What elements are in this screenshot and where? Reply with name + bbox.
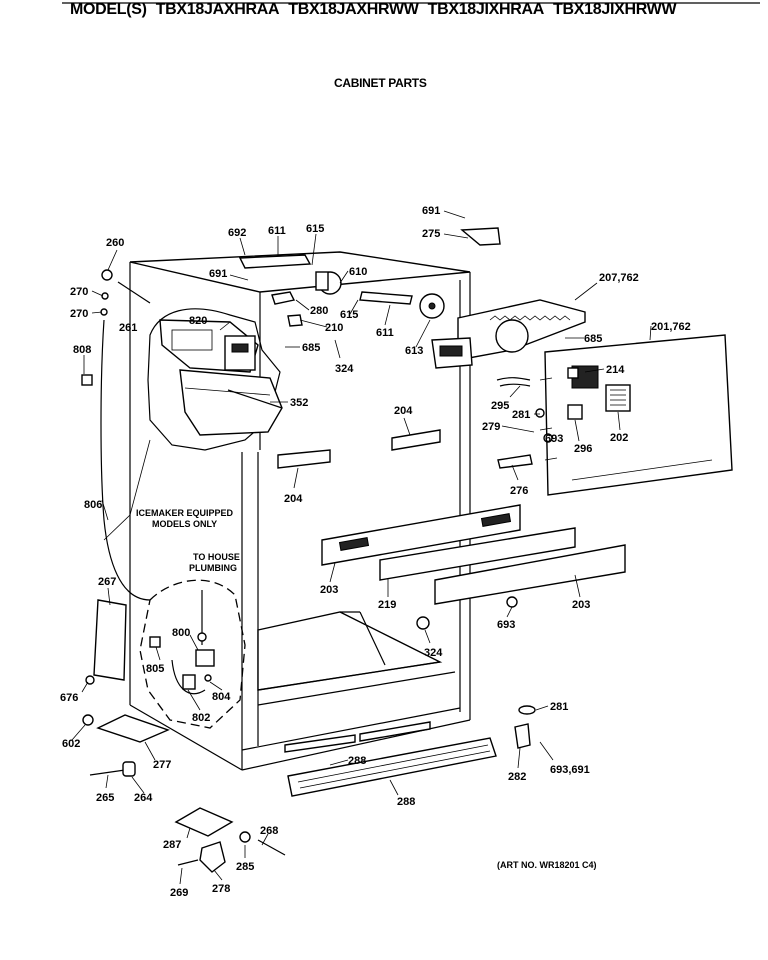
- diagram-title: CABINET PARTS: [334, 76, 427, 90]
- rear-cover-panel: [539, 334, 733, 496]
- callout-693: 693: [545, 433, 563, 445]
- callout-685: 685: [584, 333, 602, 345]
- rail-brackets: [277, 429, 626, 605]
- callout-278: 278: [212, 883, 230, 895]
- icemaker-note-line2: MODELS ONLY: [152, 519, 217, 529]
- icemaker-assembly: [159, 319, 259, 373]
- callout-806: 806: [84, 499, 102, 511]
- callout-276: 276: [510, 485, 528, 497]
- callout-692: 692: [228, 227, 246, 239]
- callout-214: 214: [606, 364, 625, 376]
- model-number: TBX18JIXHRWW: [553, 1, 677, 18]
- callout-270: 270: [70, 308, 88, 320]
- callout-800: 800: [172, 627, 190, 639]
- callout-204: 204: [284, 493, 303, 505]
- model-list-header: MODEL(S) TBX18JAXHRAA TBX18JAXHRWW TBX18JIX…: [70, 1, 685, 19]
- icemaker-note-line1: ICEMAKER EQUIPPED: [136, 508, 234, 518]
- callout-288: 288: [397, 796, 415, 808]
- callout-693-691: 693,691: [550, 764, 590, 776]
- callout-805: 805: [146, 663, 164, 675]
- icemaker-outline: [147, 308, 281, 451]
- callout-210: 210: [325, 322, 343, 334]
- small-hardware: [81, 227, 579, 749]
- callout-268: 268: [260, 825, 278, 837]
- roller-assembly: [89, 761, 286, 873]
- callout-265: 265: [96, 792, 114, 804]
- water-line: [100, 319, 151, 601]
- callout-264: 264: [134, 792, 153, 804]
- callout-613: 613: [405, 345, 423, 357]
- model-prefix: MODEL(S): [70, 1, 147, 18]
- callout-279: 279: [482, 421, 500, 433]
- callout-285: 285: [236, 861, 254, 873]
- callout-676: 676: [60, 692, 78, 704]
- bottom-hinge: [96, 714, 170, 743]
- base-grille: [287, 737, 497, 797]
- callout-295: 295: [491, 400, 509, 412]
- callout-691: 691: [209, 268, 227, 280]
- callout-269: 269: [170, 887, 188, 899]
- callout-280: 280: [310, 305, 328, 317]
- evaporator-cover-assembly: [431, 299, 586, 369]
- callout-203: 203: [572, 599, 590, 611]
- callout-804: 804: [212, 691, 231, 703]
- top-fan-motor: [238, 254, 445, 327]
- callout-267: 267: [98, 576, 116, 588]
- callout-352: 352: [290, 397, 308, 409]
- callout-808: 808: [73, 344, 91, 356]
- callout-261: 261: [119, 322, 137, 334]
- callout-611: 611: [268, 225, 286, 237]
- callout-275: 275: [422, 228, 440, 240]
- leader-lines: [71, 210, 652, 885]
- callout-277: 277: [153, 759, 171, 771]
- callout-287: 287: [163, 839, 181, 851]
- callout-281: 281: [512, 409, 530, 421]
- callout-201-762: 201,762: [651, 321, 691, 333]
- callout-202: 202: [610, 432, 628, 444]
- callout-685: 685: [302, 342, 320, 354]
- callout-324: 324: [335, 363, 354, 375]
- side-panel: [93, 599, 127, 681]
- callout-204: 204: [394, 405, 413, 417]
- callout-288: 288: [348, 755, 366, 767]
- model-number: TBX18JIXHRAA: [427, 1, 545, 18]
- callout-296: 296: [574, 443, 592, 455]
- callout-611: 611: [376, 327, 394, 339]
- callout-610: 610: [349, 266, 367, 278]
- callout-207-762: 207,762: [599, 272, 639, 284]
- model-number: TBX18JAXHRWW: [288, 1, 419, 18]
- ice-bucket: [179, 369, 283, 436]
- plumbing-note-line2: PLUMBING: [189, 563, 237, 573]
- callout-820: 820: [189, 315, 207, 327]
- water-valve-assembly: [149, 590, 215, 695]
- callout-219: 219: [378, 599, 396, 611]
- callout-802: 802: [192, 712, 210, 724]
- callout-203: 203: [320, 584, 338, 596]
- callout-282: 282: [508, 771, 526, 783]
- callout-281: 281: [550, 701, 568, 713]
- callout-270: 270: [70, 286, 88, 298]
- callout-615: 615: [340, 309, 358, 321]
- callout-260: 260: [106, 237, 124, 249]
- callout-324: 324: [424, 647, 443, 659]
- plumbing-note-line1: TO HOUSE: [193, 552, 240, 562]
- art-number: (ART NO. WR18201 C4): [497, 860, 597, 870]
- callout-602: 602: [62, 738, 80, 750]
- callout-693: 693: [497, 619, 515, 631]
- plumbing-outline: [139, 579, 246, 729]
- model-number: TBX18JAXHRAA: [155, 1, 280, 18]
- callout-615: 615: [306, 223, 324, 235]
- callout-691: 691: [422, 205, 440, 217]
